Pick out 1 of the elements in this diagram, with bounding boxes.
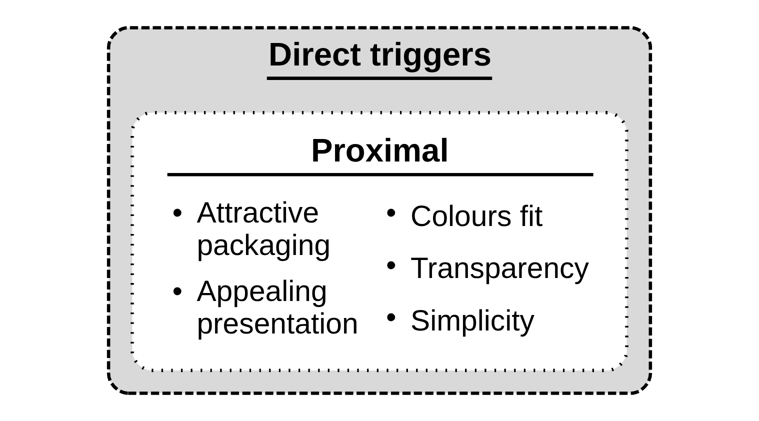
node-box: Proximal • Attractive packaging • Appealing presentation • Colours fit • Transparency • Simplicity — [130, 110, 628, 372]
